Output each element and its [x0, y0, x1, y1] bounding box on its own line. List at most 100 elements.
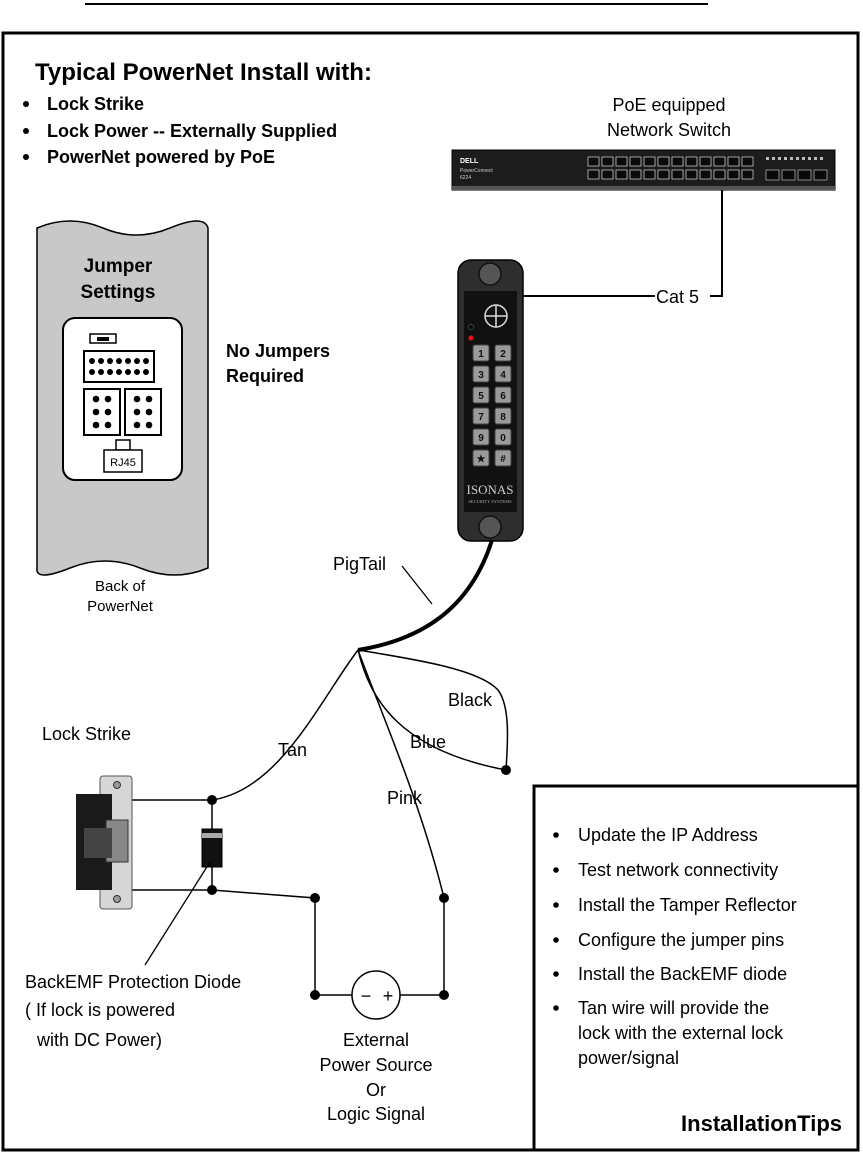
reader-brand: ISONAS	[467, 482, 514, 497]
cat5-cable	[710, 190, 723, 297]
keypad-key	[494, 344, 512, 362]
keypad-key	[472, 428, 490, 446]
switch-port	[643, 156, 656, 167]
switch-port	[713, 156, 726, 167]
switch-brand: DELL	[460, 158, 479, 165]
keypad-key	[494, 428, 512, 446]
tan-wire-label: Tan	[278, 740, 307, 760]
switch-indicator	[778, 157, 781, 160]
strike-screw	[113, 895, 121, 903]
jumper-pin	[143, 358, 149, 364]
switch-label: PoE equipped	[612, 95, 725, 115]
keypad-key-label: #	[500, 454, 506, 465]
jumper-led-fill	[97, 337, 109, 341]
tip-item: Install the BackEMF diode	[578, 964, 787, 984]
switch-indicator	[772, 157, 775, 160]
tip-item-cont: lock with the external lock	[578, 1023, 784, 1043]
switch-port	[741, 156, 754, 167]
jumper-pin	[145, 395, 153, 403]
keypad-key-label: 5	[478, 391, 484, 402]
pink-wire-label: Pink	[387, 788, 423, 808]
source-minus: −	[361, 986, 372, 1006]
switch-uplink-port	[765, 169, 780, 181]
junction-dot	[501, 765, 511, 775]
panel-caption: PowerNet	[87, 598, 154, 615]
power-source-label: Or	[366, 1080, 386, 1100]
strike-screw	[113, 781, 121, 789]
jumper-pin	[143, 369, 149, 375]
bullet-dot	[23, 101, 29, 107]
jumper-pin	[92, 408, 100, 416]
jumper-pin	[116, 369, 122, 375]
switch-port	[615, 169, 628, 180]
jumper-pin	[145, 408, 153, 416]
jumper-heading: Settings	[81, 282, 156, 303]
keypad-key	[472, 365, 490, 383]
switch-port	[601, 169, 614, 180]
switch-port	[657, 156, 670, 167]
keypad-key-label: 7	[478, 412, 484, 423]
jumper-pin	[133, 421, 141, 429]
power-source-label: External	[343, 1030, 409, 1050]
blue-wire	[357, 649, 507, 771]
switch-port	[685, 169, 698, 180]
switch-indicator	[808, 157, 811, 160]
tan-wire	[211, 649, 359, 801]
switch-port	[727, 169, 740, 180]
jumper-pin	[133, 395, 141, 403]
bullet-item: Lock Power -- Externally Supplied	[47, 121, 337, 141]
switch-port	[643, 169, 656, 180]
junction-dot	[310, 893, 320, 903]
jumper-pins	[92, 395, 153, 429]
strike-latch	[84, 828, 112, 858]
keypad-key	[494, 449, 512, 467]
pigtail-cable	[357, 539, 494, 652]
switch-uplink-port	[781, 169, 796, 181]
keypad-key-label: 9	[478, 433, 484, 444]
bullet-item: PowerNet powered by PoE	[47, 147, 275, 167]
switch-port	[685, 156, 698, 167]
keypad-key-label: 1	[478, 349, 484, 360]
keypad-key	[472, 344, 490, 362]
switch-indicator	[820, 157, 823, 160]
no-jumpers-note: Required	[226, 366, 304, 386]
tips-heading: InstallationTips	[681, 1111, 842, 1136]
switch-bottom	[452, 186, 835, 190]
switch-indicator	[814, 157, 817, 160]
jumper-pin	[89, 358, 95, 364]
keypad-key	[494, 386, 512, 404]
switch-port	[671, 169, 684, 180]
tip-bullet	[553, 1005, 559, 1011]
tip-bullet	[553, 832, 559, 838]
switch-indicator	[766, 157, 769, 160]
junction-dot	[439, 893, 449, 903]
tip-item: Update the IP Address	[578, 825, 758, 845]
switch-label: Network Switch	[607, 120, 731, 140]
tip-item-cont: power/signal	[578, 1048, 679, 1068]
tip-item: Test network connectivity	[578, 860, 778, 880]
switch-port	[727, 156, 740, 167]
diagram-title: Typical PowerNet Install with:	[35, 59, 372, 86]
wire-group	[118, 649, 509, 996]
keypad-key-label: 2	[500, 349, 506, 360]
power-source-label: Power Source	[319, 1055, 432, 1075]
jumper-pin	[107, 369, 113, 375]
diode-caption: ( If lock is powered	[25, 1000, 175, 1020]
jumper-pin	[104, 395, 112, 403]
tips-box	[532, 784, 860, 1152]
switch-port	[713, 169, 726, 180]
jumper-pin	[145, 421, 153, 429]
jumper-heading: Jumper	[84, 256, 153, 277]
diode-band	[202, 833, 222, 838]
bullet-dot	[23, 128, 29, 134]
source-plus: +	[383, 986, 394, 1006]
switch-port	[587, 156, 600, 167]
jumper-pin	[125, 369, 131, 375]
reader-screw-bottom	[478, 515, 502, 539]
tip-bullet	[553, 867, 559, 873]
panel-caption: Back of	[95, 578, 146, 595]
junction-dots	[207, 765, 511, 1000]
